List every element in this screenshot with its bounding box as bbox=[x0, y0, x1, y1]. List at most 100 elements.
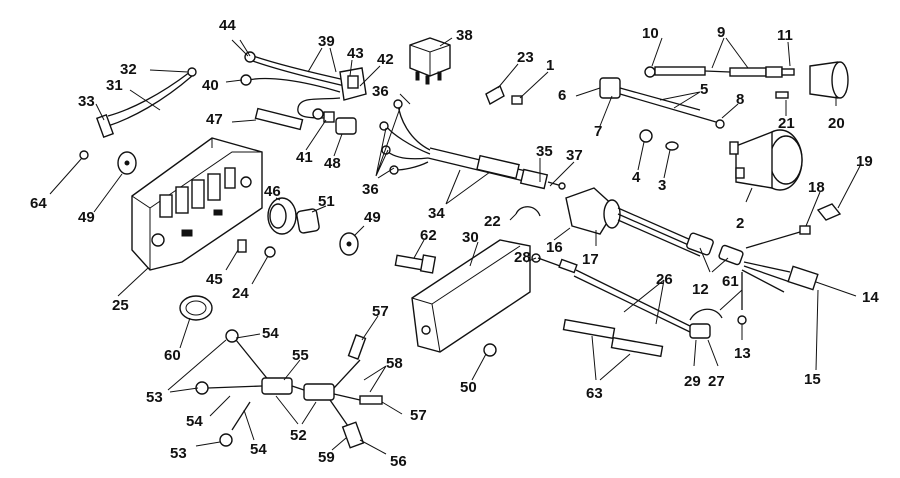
callout-28: 28 bbox=[514, 249, 531, 266]
callout-39: 39 bbox=[318, 33, 335, 50]
callout-55: 55 bbox=[292, 347, 309, 364]
callout-29: 29 bbox=[684, 373, 701, 390]
pin-21 bbox=[775, 91, 789, 99]
callout-31: 31 bbox=[106, 77, 123, 94]
callout-57-top: 57 bbox=[372, 303, 389, 320]
callout-14: 14 bbox=[862, 289, 879, 306]
terminal-19 bbox=[816, 203, 842, 221]
callout-59: 59 bbox=[318, 449, 335, 466]
sensor-27 bbox=[689, 323, 711, 339]
clip-61 bbox=[689, 308, 723, 321]
callout-35: 35 bbox=[536, 143, 553, 160]
callout-63: 63 bbox=[586, 385, 603, 402]
callout-62: 62 bbox=[420, 227, 437, 244]
callout-41: 41 bbox=[296, 149, 313, 166]
callout-43: 43 bbox=[347, 45, 364, 62]
sleeve-47 bbox=[254, 107, 304, 131]
relay-harness bbox=[240, 51, 367, 123]
callout-53-top: 53 bbox=[146, 389, 163, 406]
module-30 bbox=[411, 239, 531, 353]
callout-40: 40 bbox=[202, 77, 219, 94]
callout-10: 10 bbox=[642, 25, 659, 42]
clip-45 bbox=[237, 239, 247, 253]
callout-labels: 44 39 43 42 38 23 1 10 9 11 32 31 33 40 … bbox=[30, 17, 879, 470]
callout-19: 19 bbox=[856, 153, 873, 170]
callout-5: 5 bbox=[700, 81, 708, 98]
callout-54-middle: 54 bbox=[186, 413, 203, 430]
control-box bbox=[131, 137, 263, 271]
callout-23: 23 bbox=[517, 49, 534, 66]
callout-21: 21 bbox=[778, 115, 795, 132]
callout-20: 20 bbox=[828, 115, 845, 132]
callout-44: 44 bbox=[219, 17, 236, 34]
callout-9: 9 bbox=[717, 24, 725, 41]
lead-26 bbox=[531, 253, 691, 333]
callout-47: 47 bbox=[206, 111, 223, 128]
clip-23 bbox=[485, 84, 505, 106]
sleeve-63b bbox=[610, 336, 664, 358]
wire-18 bbox=[745, 231, 801, 249]
callout-17: 17 bbox=[582, 251, 599, 268]
callout-1: 1 bbox=[546, 57, 554, 74]
screw-50 bbox=[483, 343, 497, 357]
callout-34: 34 bbox=[428, 205, 445, 222]
bolt-62 bbox=[394, 254, 437, 274]
callout-4: 4 bbox=[632, 169, 641, 186]
callout-38: 38 bbox=[456, 27, 473, 44]
clip-22 bbox=[515, 206, 541, 217]
callout-16: 16 bbox=[546, 239, 563, 256]
callout-15: 15 bbox=[804, 371, 821, 388]
bulb-3 bbox=[665, 141, 679, 151]
bushing-48 bbox=[335, 117, 357, 135]
callout-24: 24 bbox=[232, 285, 249, 302]
cable-terminal bbox=[187, 67, 197, 77]
callout-36-top: 36 bbox=[372, 83, 389, 100]
callout-2: 2 bbox=[736, 215, 744, 232]
callout-52: 52 bbox=[290, 427, 307, 444]
sleeve-63a bbox=[562, 318, 616, 340]
gauge-lead bbox=[599, 77, 725, 129]
callout-18: 18 bbox=[808, 179, 825, 196]
callout-32: 32 bbox=[120, 61, 137, 78]
callout-51: 51 bbox=[318, 193, 335, 210]
callout-54-top: 54 bbox=[262, 325, 279, 342]
main-harness bbox=[379, 99, 566, 190]
callout-26: 26 bbox=[656, 271, 673, 288]
sender-cable bbox=[644, 61, 849, 99]
callout-36-bottom: 36 bbox=[362, 181, 379, 198]
callout-22: 22 bbox=[484, 213, 501, 230]
callout-33: 33 bbox=[78, 93, 95, 110]
callout-13: 13 bbox=[734, 345, 751, 362]
clamp-60 bbox=[179, 295, 213, 321]
socket-4 bbox=[639, 129, 653, 143]
callout-50: 50 bbox=[460, 379, 477, 396]
screw-1 bbox=[511, 95, 523, 105]
callout-8: 8 bbox=[736, 91, 744, 108]
callout-37: 37 bbox=[566, 147, 583, 164]
sleeve-51 bbox=[296, 208, 320, 234]
callout-27: 27 bbox=[708, 373, 725, 390]
callout-25: 25 bbox=[112, 297, 129, 314]
callout-42: 42 bbox=[377, 51, 394, 68]
callout-48: 48 bbox=[324, 155, 341, 172]
callout-11: 11 bbox=[777, 27, 793, 44]
callout-49-left: 49 bbox=[78, 209, 95, 226]
callout-58: 58 bbox=[386, 355, 403, 372]
grommet-46 bbox=[267, 197, 297, 235]
callout-6: 6 bbox=[558, 87, 566, 104]
callout-12: 12 bbox=[692, 281, 709, 298]
callout-60: 60 bbox=[164, 347, 181, 364]
washer-64 bbox=[79, 150, 89, 160]
callout-64: 64 bbox=[30, 195, 47, 212]
connector-harness bbox=[565, 187, 819, 325]
screw-24 bbox=[264, 246, 276, 258]
callout-49-right: 49 bbox=[364, 209, 381, 226]
callout-7: 7 bbox=[594, 123, 602, 140]
callout-3: 3 bbox=[658, 177, 666, 194]
callout-56: 56 bbox=[390, 453, 407, 470]
callout-30: 30 bbox=[462, 229, 479, 246]
callout-54-bottom: 54 bbox=[250, 441, 267, 458]
relay-38 bbox=[409, 37, 451, 85]
